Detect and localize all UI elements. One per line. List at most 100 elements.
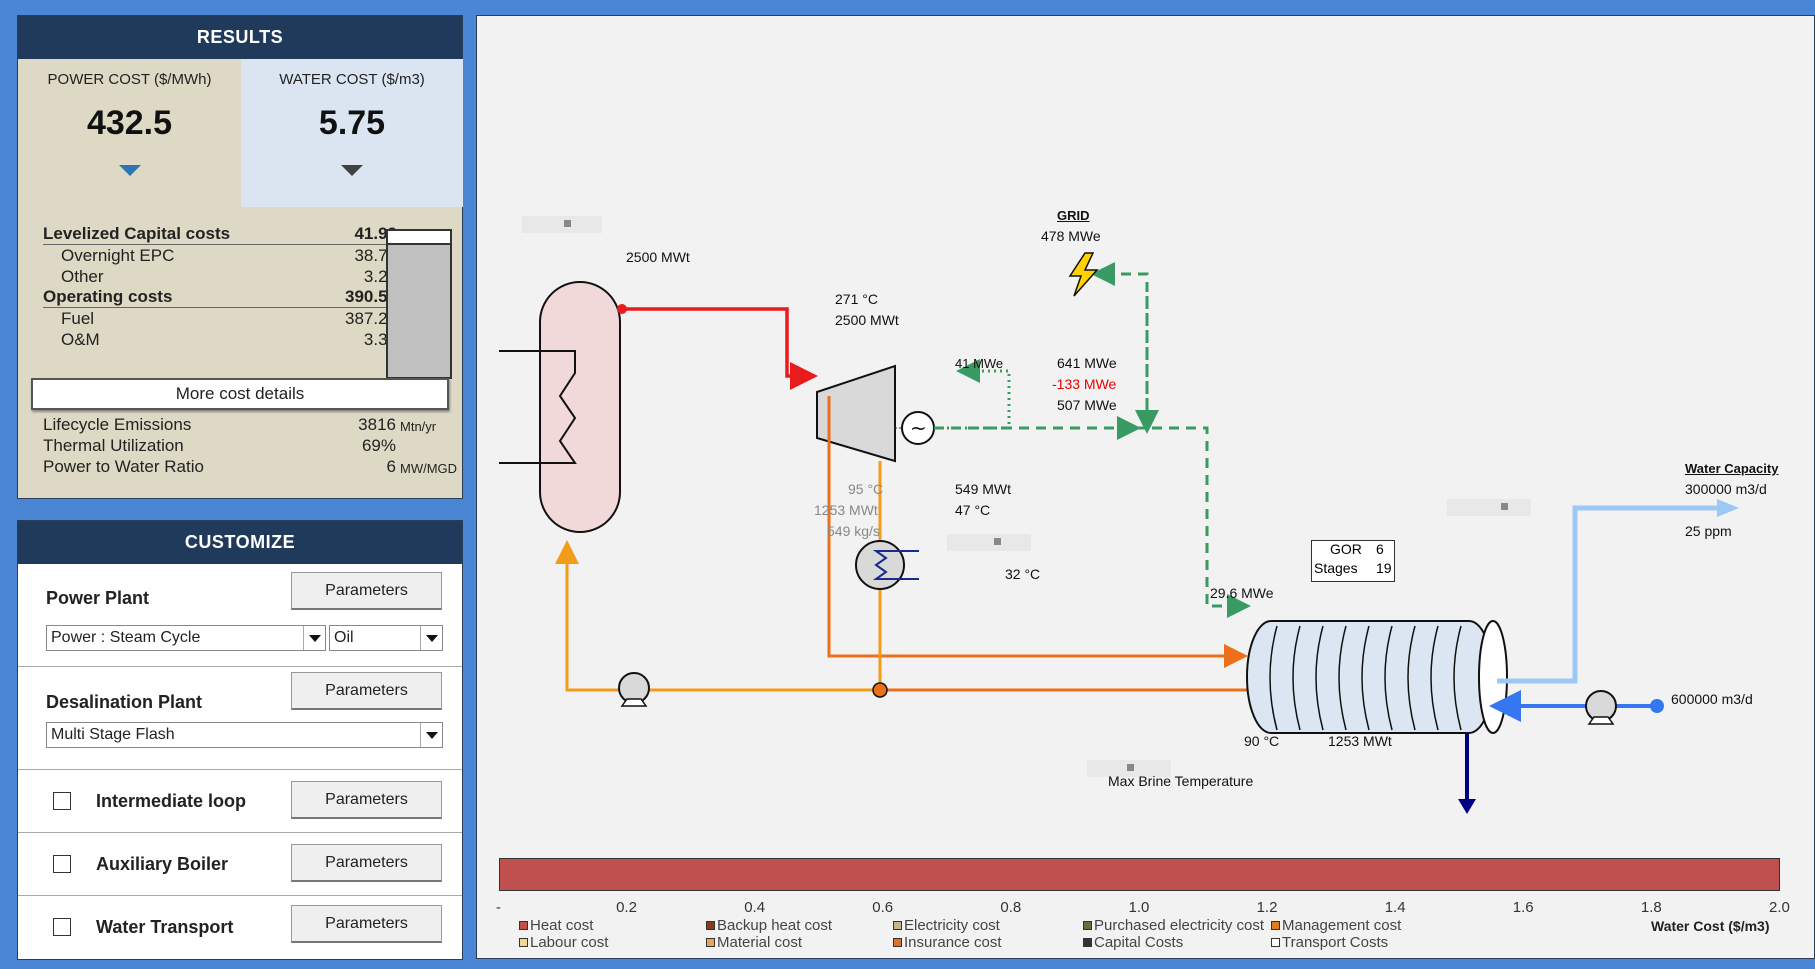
legend-item: Labour cost — [519, 934, 608, 951]
desalination-section: Desalination Plant Parameters Multi Stag… — [18, 667, 462, 770]
condenser-icon — [855, 540, 905, 590]
desalination-type-value: Multi Stage Flash — [51, 726, 175, 743]
power-cost-dropdown-icon[interactable] — [118, 165, 141, 176]
x-tick-label: - — [496, 899, 501, 916]
auxiliary-boiler-title: Auxiliary Boiler — [96, 854, 229, 874]
turbine-icon — [816, 364, 896, 463]
process-diagram: ~ — [476, 15, 1815, 959]
feedwater-return-line — [555, 540, 880, 692]
cost-value: 387.20 — [345, 308, 397, 328]
power-cost-value: 432.5 — [86, 104, 173, 142]
auxiliary-boiler-parameters-button[interactable]: Parameters — [291, 844, 442, 882]
intermediate-loop-section: Intermediate loop Parameters — [18, 770, 462, 833]
power-cycle-value: Power : Steam Cycle — [51, 629, 201, 646]
water-cost-box: WATER COST ($/m3) 5.75 — [241, 59, 463, 207]
stages-label: Stages — [1314, 560, 1358, 576]
chevron-down-icon[interactable] — [420, 626, 442, 650]
x-tick-label: 2.0 — [1769, 899, 1790, 916]
summary-value: 3816 — [358, 415, 396, 434]
x-tick-label: 0.6 — [872, 899, 894, 916]
gross-power-label: 641 MWe — [1057, 355, 1117, 371]
chevron-down-icon[interactable] — [303, 626, 325, 650]
desalination-type-select[interactable]: Multi Stage Flash — [46, 722, 443, 748]
input-marker — [564, 220, 571, 227]
cost-label: Levelized Capital costs — [43, 224, 231, 243]
condenser-temp-label: 47 °C — [955, 502, 991, 518]
stages-row: Stages 19 — [1312, 560, 1394, 579]
water-transport-checkbox[interactable] — [53, 918, 71, 936]
auxiliary-boiler-checkbox[interactable] — [53, 855, 71, 873]
pump-base-icon — [1587, 716, 1615, 725]
legend-swatch — [519, 921, 528, 930]
water-capacity-label: 300000 m3/d — [1685, 481, 1767, 497]
water-cost-dropdown-icon[interactable] — [341, 165, 363, 176]
gor-value: 6 — [1376, 541, 1384, 557]
intermediate-loop-title: Intermediate loop — [96, 791, 247, 811]
steam-line — [622, 307, 818, 390]
msf-stages — [1269, 625, 1462, 731]
summary-label: Power to Water Ratio — [43, 457, 204, 476]
water-cost-bar — [499, 858, 1780, 891]
mixing-node — [872, 682, 888, 698]
water-quality-label: 25 ppm — [1685, 523, 1732, 539]
reactor-power-label: 2500 MWt — [626, 249, 690, 265]
summary-value: 6 — [386, 457, 396, 476]
legend-item: Material cost — [706, 934, 802, 951]
summary-unit: MW/MGD — [400, 461, 458, 476]
reactor-power-input[interactable] — [522, 216, 602, 233]
msf-end-cap — [1478, 620, 1508, 734]
auxiliary-power-line — [941, 359, 1011, 430]
cooling-temp-input[interactable] — [947, 534, 1031, 551]
legend-swatch — [1271, 921, 1280, 930]
summary-value: 69% — [361, 436, 396, 455]
legend-label: Purchased electricity cost — [1094, 917, 1265, 934]
results-panel: RESULTS POWER COST ($/MWh) 432.5 WATER C… — [17, 15, 463, 499]
power-cycle-select[interactable]: Power : Steam Cycle — [46, 625, 326, 651]
steam-outlet-node — [617, 304, 627, 314]
legend-item: Electricity cost — [893, 917, 1000, 934]
cost-value: 390.50 — [345, 287, 397, 306]
water-capacity-input[interactable] — [1447, 499, 1531, 516]
legend-label: Insurance cost — [904, 934, 1002, 951]
lightning-icon — [1068, 252, 1099, 297]
results-header: RESULTS — [18, 16, 462, 59]
power-plant-parameters-button[interactable]: Parameters — [291, 572, 442, 610]
legend-swatch — [893, 921, 902, 930]
legend-swatch — [1083, 921, 1092, 930]
desal-power-line — [1135, 426, 1251, 618]
seawater-flow-label: 600000 m3/d — [1671, 691, 1753, 707]
cost-label: Operating costs — [43, 287, 173, 306]
legend-label: Capital Costs — [1094, 934, 1184, 951]
customize-panel: CUSTOMIZE Power Plant Parameters Power :… — [17, 520, 463, 960]
more-cost-details-button[interactable]: More cost details — [31, 378, 449, 410]
cooling-coil-icon — [872, 550, 919, 580]
chevron-down-icon[interactable] — [420, 723, 442, 747]
water-transport-section: Water Transport Parameters — [18, 896, 462, 959]
fuel-value: Oil — [334, 629, 354, 646]
desalination-parameters-button[interactable]: Parameters — [291, 672, 442, 710]
stages-value: 19 — [1376, 560, 1392, 576]
intermediate-loop-checkbox[interactable] — [53, 792, 71, 810]
water-transport-parameters-button[interactable]: Parameters — [291, 905, 442, 943]
power-cost-label: POWER COST ($/MWh) — [47, 71, 212, 88]
cost-label: Overnight EPC — [61, 245, 175, 265]
intermediate-loop-parameters-button[interactable]: Parameters — [291, 781, 442, 819]
reactor-vessel — [539, 281, 621, 533]
pump-base-icon — [620, 698, 648, 707]
legend-item: Transport Costs — [1271, 934, 1388, 951]
x-tick-label: 0.8 — [1000, 899, 1022, 916]
steam-temp-label: 271 °C — [835, 291, 878, 307]
x-tick-label: 1.6 — [1512, 899, 1534, 916]
extraction-power-label: 1253 MWt — [814, 502, 878, 518]
extraction-flow-label: 549 kg/s — [827, 523, 880, 539]
fuel-select[interactable]: Oil — [329, 625, 443, 651]
legend-swatch — [893, 938, 902, 947]
capital-share-fill — [388, 231, 450, 245]
grid-export-line — [1091, 262, 1149, 428]
cost-label: Other — [61, 266, 104, 286]
steam-power-label: 2500 MWt — [835, 312, 899, 328]
